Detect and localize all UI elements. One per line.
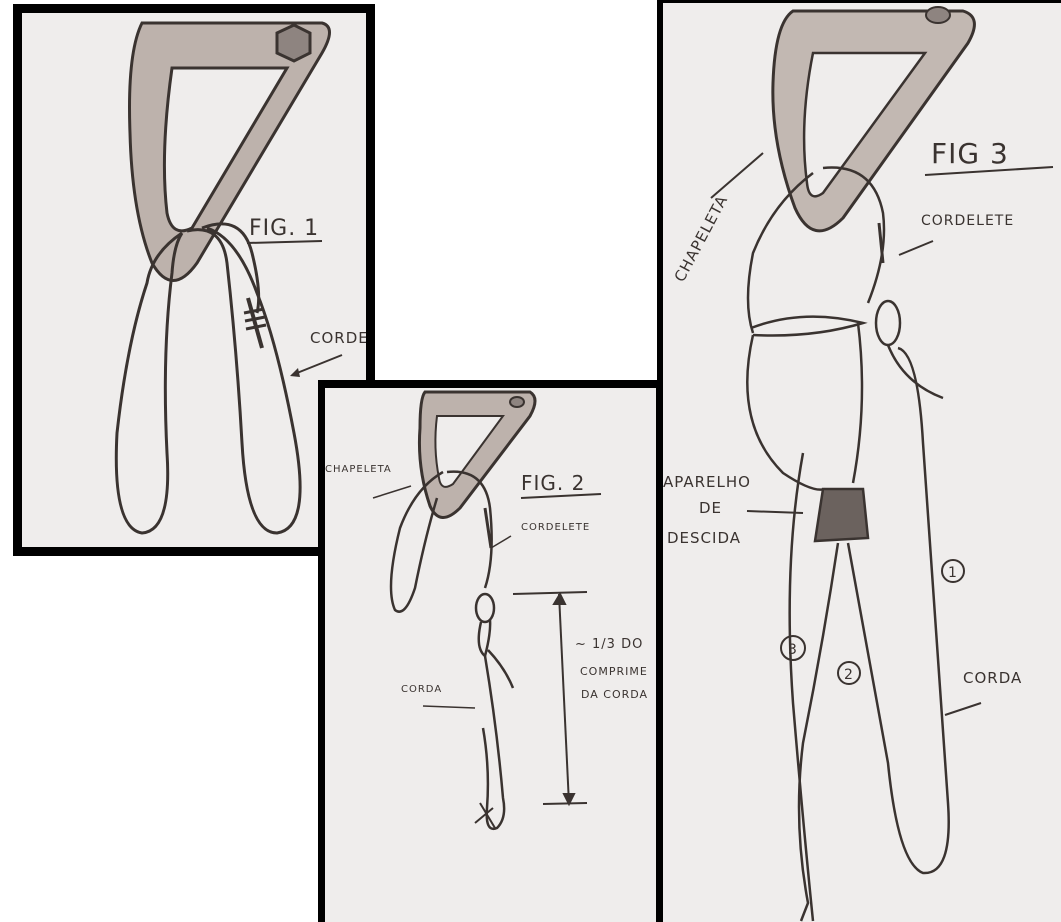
cordelete-and-rope — [747, 168, 948, 921]
strand-marker-3: 3 — [781, 636, 805, 660]
fig2-cordelete-arrow — [491, 536, 511, 548]
bolt-hanger — [773, 7, 975, 231]
fig3-label-corda: CORDA — [963, 669, 1022, 687]
fig3-label-aparelho-2: DE — [699, 499, 722, 517]
cordelete-and-rope — [391, 472, 513, 829]
fig2-measure-line3: DA CORDA — [581, 688, 648, 701]
figure-3-panel: FIG 3 CHAPELETA CORDELETE APARELHO DE DE… — [657, 0, 1061, 922]
fig2-measure-line1: ~ 1/3 DO — [575, 637, 643, 652]
figure-2-drawing: FIG. 2 CHAPELETA CORDELETE CORDA ~ 1/3 D… — [325, 388, 656, 922]
fig1-label-cordelete: CORDE — [310, 329, 366, 347]
fig2-label-chapeleta: CHAPELETA — [325, 464, 392, 475]
bolt-hole-icon — [510, 397, 524, 407]
fig3-cordelete-arrow — [899, 241, 933, 255]
fig2-measure-line2: COMPRIME — [580, 665, 648, 678]
svg-text:2: 2 — [844, 667, 854, 683]
strand-marker-1: 1 — [942, 560, 964, 582]
fig3-label-chapeleta: CHAPELETA — [671, 192, 732, 285]
figure-1-drawing: FIG. 1 CORDE — [22, 13, 366, 547]
fig1-title: FIG. 1 — [249, 216, 319, 241]
fig2-title: FIG. 2 — [521, 471, 585, 495]
fig3-label-cordelete: CORDELETE — [921, 213, 1014, 229]
fig3-label-aparelho-1: APARELHO — [663, 473, 751, 491]
fig2-chapeleta-arrow — [373, 486, 411, 498]
svg-text:1: 1 — [948, 565, 958, 581]
bolt-hole-icon — [926, 7, 950, 23]
fig1-title-underline — [247, 241, 322, 243]
fig3-corda-arrow — [945, 703, 981, 715]
fig2-label-corda: CORDA — [401, 684, 442, 695]
svg-text:3: 3 — [788, 642, 798, 658]
fig2-corda-arrow — [423, 706, 475, 708]
fig3-label-aparelho-3: DESCIDA — [667, 529, 741, 547]
fig3-title: FIG 3 — [931, 137, 1009, 170]
fig1-cordelete-arrow — [292, 355, 342, 375]
arrowhead-icon — [290, 368, 300, 377]
fig2-label-cordelete: CORDELETE — [521, 522, 590, 533]
length-indicator — [513, 592, 587, 804]
figure-2-panel: FIG. 2 CHAPELETA CORDELETE CORDA ~ 1/3 D… — [318, 380, 662, 922]
cordelete-loops — [116, 224, 300, 533]
strand-marker-2: 2 — [838, 662, 860, 684]
fig3-chapeleta-arrow — [711, 153, 763, 198]
figure-3-drawing: FIG 3 CHAPELETA CORDELETE APARELHO DE DE… — [663, 3, 1061, 922]
bolt-nut-icon — [277, 25, 310, 61]
